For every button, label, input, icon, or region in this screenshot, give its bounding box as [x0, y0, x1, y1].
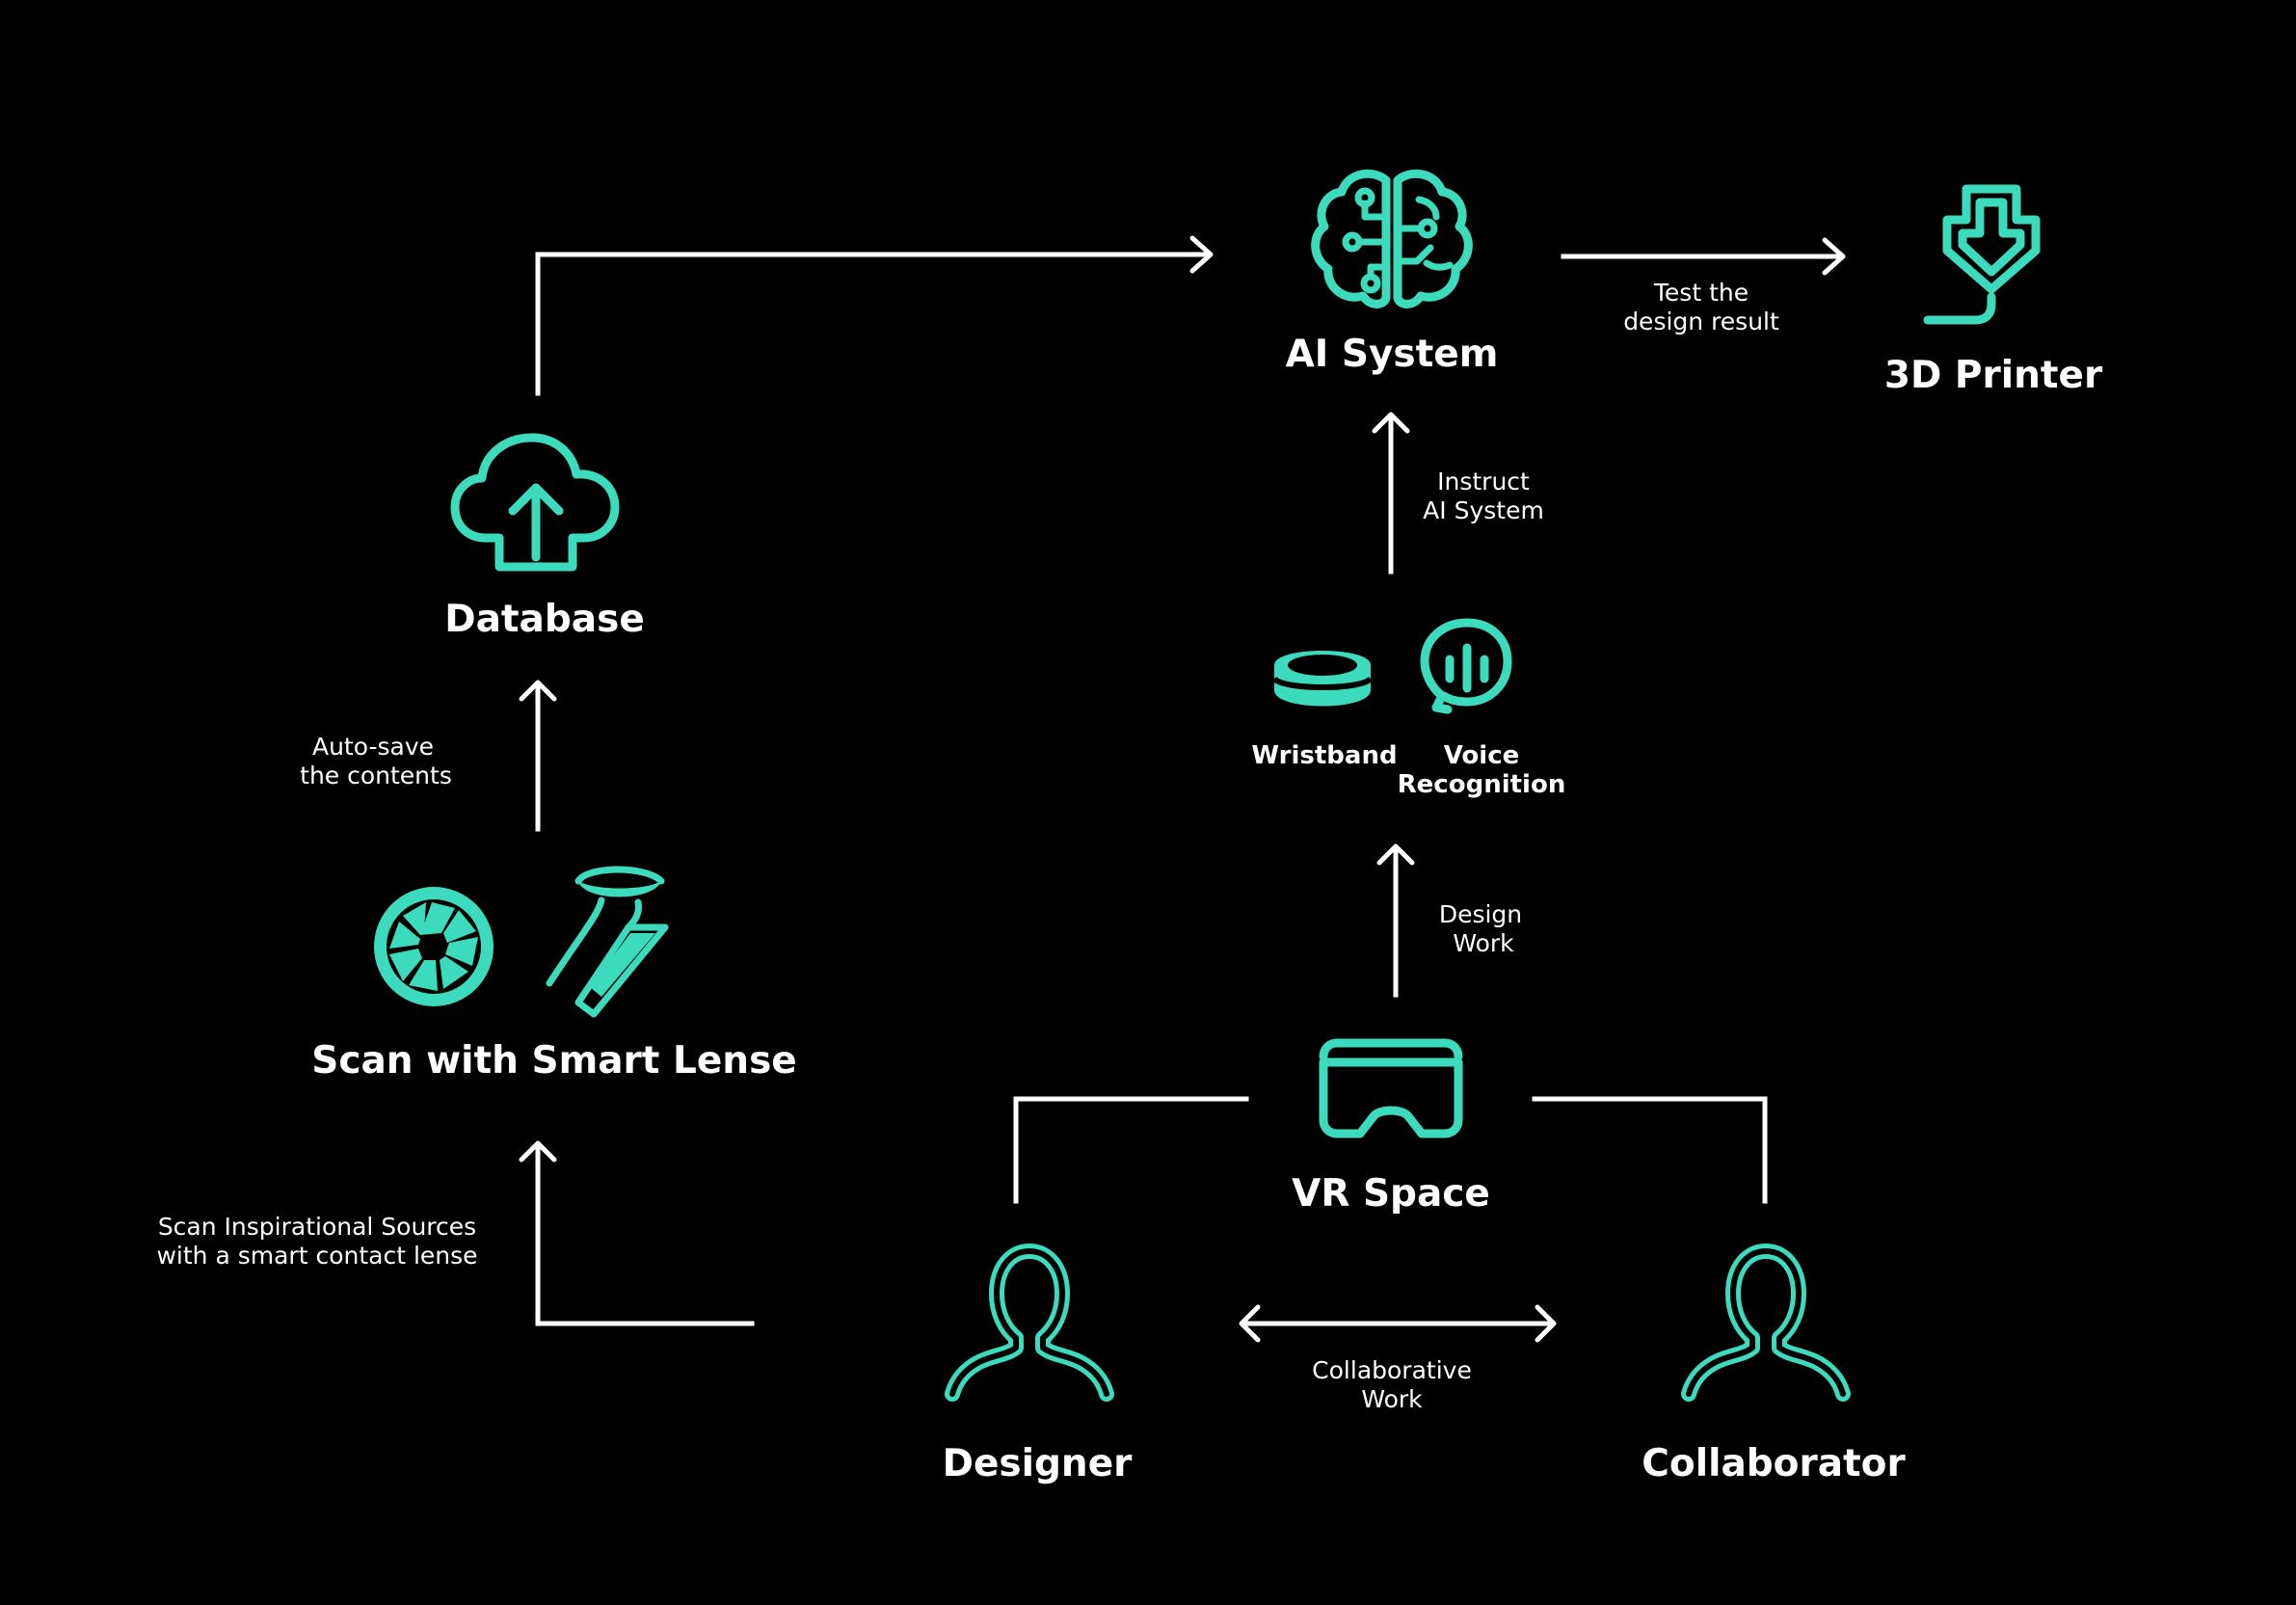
arrowhead-right — [1189, 235, 1214, 274]
vr-headset-icon — [1319, 1038, 1463, 1138]
node-designer: Designer — [943, 1244, 1134, 1485]
3d-printer-nozzle-icon — [1923, 184, 2041, 325]
cloud-upload-icon — [450, 433, 620, 572]
edge-designer-to-scan — [535, 1146, 755, 1326]
edge-database-to-ai — [535, 252, 1208, 396]
node-3d-printer: 3D Printer — [1884, 184, 2103, 397]
edge-label-collab: Work — [1361, 1385, 1423, 1413]
arrowhead-right — [1822, 237, 1846, 276]
arrowhead-up — [519, 1140, 557, 1163]
node-label-ai-system: AI System — [1286, 333, 1499, 376]
node-ai-system: AI System — [1286, 169, 1499, 376]
node-label-designer: Designer — [943, 1442, 1134, 1485]
node-vr-space: VR Space — [1292, 1038, 1490, 1216]
edge-labels: Test the design result Instruct AI Syste… — [156, 279, 1779, 1413]
connectors — [519, 235, 1846, 1343]
node-label-wristband: Wristband — [1251, 741, 1397, 770]
brain-circuit-icon — [1311, 169, 1473, 308]
node-collaborator: Collaborator — [1642, 1244, 1906, 1485]
edge-label-autosave: Auto-save — [312, 733, 434, 761]
arrowhead-left — [1239, 1304, 1261, 1343]
edge-label-test: design result — [1623, 308, 1779, 335]
node-label-database: Database — [444, 598, 645, 641]
edge-vr-to-collaborator — [1532, 1096, 1768, 1204]
edge-label-instruct: Instruct — [1437, 468, 1530, 495]
camera-aperture-icon — [374, 887, 494, 1006]
node-label-3d-printer: 3D Printer — [1884, 354, 2103, 397]
node-scan: Scan with Smart Lense — [311, 866, 797, 1083]
person-icon — [1681, 1244, 1851, 1402]
node-voice: Voice Recognition — [1398, 618, 1566, 799]
contact-lens-finger-icon — [546, 866, 669, 1018]
edge-label-scan-sources: Scan Inspirational Sources — [158, 1213, 476, 1241]
arrowhead-up — [519, 680, 557, 702]
node-label-scan: Scan with Smart Lense — [311, 1039, 796, 1083]
node-label-collaborator: Collaborator — [1642, 1442, 1906, 1485]
node-label-vr-space: VR Space — [1292, 1172, 1490, 1216]
edge-label-test: Test the — [1653, 279, 1749, 307]
arrowhead-up — [1372, 412, 1410, 434]
wristband-icon — [1271, 651, 1374, 707]
edge-label-design-work: Design — [1439, 900, 1522, 928]
arrowhead-right — [1535, 1304, 1557, 1343]
node-label-voice: Voice — [1444, 741, 1520, 770]
edge-label-design-work: Work — [1453, 929, 1514, 957]
edge-label-instruct: AI System — [1423, 496, 1544, 524]
arrowhead-up — [1376, 843, 1415, 866]
edge-vr-to-designer — [1013, 1096, 1249, 1204]
node-database: Database — [444, 433, 645, 641]
edge-label-scan-sources: with a smart contact lense — [156, 1242, 477, 1270]
edge-label-collab: Collaborative — [1312, 1356, 1472, 1384]
person-icon — [945, 1244, 1114, 1402]
edge-label-autosave: the contents — [300, 762, 452, 789]
node-label-voice: Recognition — [1398, 770, 1566, 799]
node-wristband: Wristband — [1251, 651, 1398, 770]
voice-chat-icon — [1420, 618, 1512, 714]
